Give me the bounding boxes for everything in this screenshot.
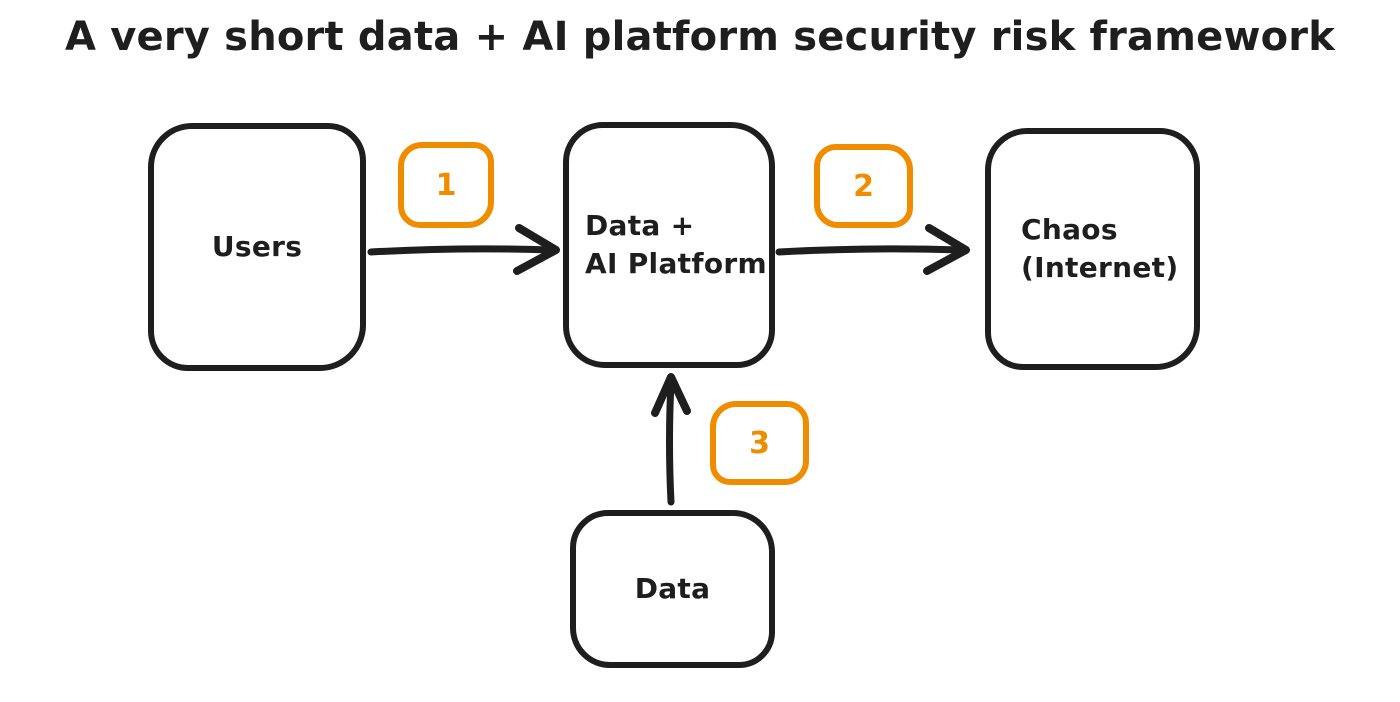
node-data: Data: [570, 510, 775, 668]
node-data-ai-platform: Data + AI Platform: [563, 122, 775, 368]
arrow-head-icon: [651, 373, 691, 417]
arrow-shaft: [775, 245, 965, 256]
badge-step-1-label: 1: [435, 167, 457, 203]
arrow-users-to-platform: [367, 224, 560, 275]
badge-step-1: 1: [398, 142, 494, 228]
node-chaos-label-line1: Chaos: [1021, 213, 1118, 247]
arrow-head-icon: [923, 224, 970, 275]
badge-step-2: 2: [814, 144, 913, 228]
badge-step-3-label: 3: [749, 425, 770, 461]
arrow-platform-to-chaos: [775, 224, 970, 275]
node-platform-label-line1: Data +: [585, 209, 695, 243]
arrow-shaft: [666, 379, 675, 506]
node-chaos-internet: Chaos (Internet): [985, 128, 1200, 370]
arrow-head-icon: [513, 224, 560, 275]
node-data-label: Data: [634, 572, 711, 606]
arrow-shaft: [367, 245, 555, 256]
node-chaos-label-line2: (Internet): [1021, 251, 1179, 284]
badge-step-3: 3: [710, 401, 809, 485]
node-users: Users: [148, 123, 366, 371]
node-users-label: Users: [211, 230, 303, 264]
badge-step-2-label: 2: [853, 168, 874, 204]
diagram-title: A very short data + AI platform security…: [64, 14, 1336, 60]
node-platform-label-line2: AI Platform: [585, 247, 767, 280]
arrow-data-to-platform: [651, 373, 691, 506]
